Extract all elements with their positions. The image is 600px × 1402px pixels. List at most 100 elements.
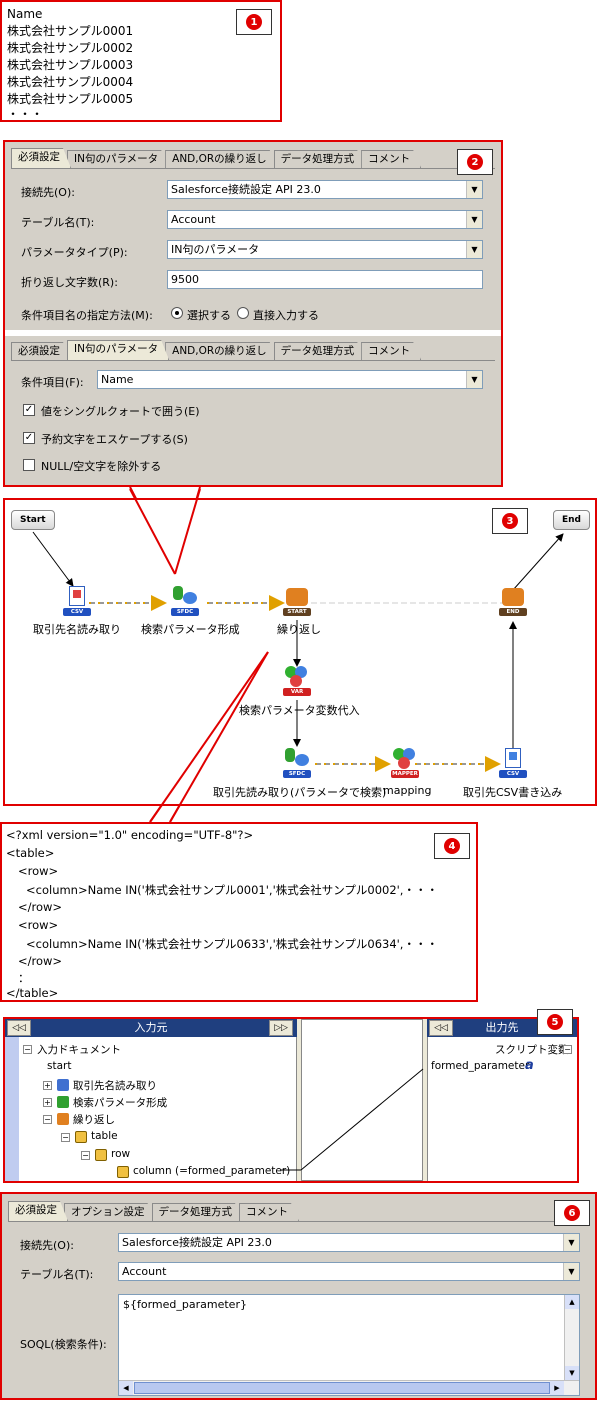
sfdc-transform-icon[interactable]: SFDC <box>171 586 199 616</box>
source-scrollbar[interactable] <box>5 1037 19 1181</box>
checkbox-single-quote[interactable]: ✓ <box>23 404 35 416</box>
xml-line: </row> <box>18 900 63 914</box>
csv-row: 株式会社サンプル0003 <box>7 58 134 72</box>
collapse-icon[interactable]: − <box>81 1151 90 1160</box>
connection-select[interactable]: Salesforce接続設定 API 23.0 ▼ <box>167 180 483 199</box>
expand-right-button[interactable]: ▷▷ <box>269 1020 293 1036</box>
csv-row: 株式会社サンプル0001 <box>7 24 134 38</box>
collapse-icon[interactable]: − <box>43 1115 52 1124</box>
xml-declaration: <?xml version="1.0" encoding="UTF-8"?> <box>6 828 254 842</box>
table-select[interactable]: Account ▼ <box>167 210 483 229</box>
checkbox-exclude-null[interactable] <box>23 459 35 471</box>
node-mapping: mapping <box>383 784 432 797</box>
tree-row: row <box>111 1148 131 1160</box>
variable-icon[interactable]: VAR <box>283 666 311 696</box>
radio-select-label: 選択する <box>187 309 231 322</box>
csv-header: Name <box>7 7 43 21</box>
loop-icon <box>57 1113 69 1125</box>
collapse-icon[interactable]: − <box>563 1045 572 1054</box>
end-button[interactable]: End <box>553 510 590 530</box>
cond-item-label: 条件項目(F): <box>21 376 84 389</box>
tab-in-params[interactable]: IN句のパラメータ <box>67 150 169 168</box>
chevron-down-icon[interactable]: ▼ <box>563 1263 579 1280</box>
expand-icon[interactable]: + <box>43 1098 52 1107</box>
xml-line: <column>Name IN('株式会社サンプル0001','株式会社サンプル… <box>26 883 438 897</box>
chevron-down-icon[interactable]: ▼ <box>466 241 482 258</box>
connection-select[interactable]: Salesforce接続設定 API 23.0 ▼ <box>118 1233 580 1252</box>
tab-options[interactable]: オプション設定 <box>64 1203 156 1221</box>
tab-required[interactable]: 必須設定 <box>11 342 71 360</box>
tab-in-params[interactable]: IN句のパラメータ <box>67 340 169 360</box>
tree-formed-parameter[interactable]: formed_parameter <box>431 1060 530 1072</box>
wrap-input[interactable]: 9500 <box>167 270 483 289</box>
soql-label: SOQL(検索条件): <box>20 1338 107 1351</box>
chevron-down-icon[interactable]: ▼ <box>466 371 482 388</box>
csv-read-icon[interactable]: CSV <box>63 586 91 616</box>
scroll-up-icon[interactable]: ▲ <box>565 1295 579 1309</box>
csv-write-icon[interactable]: CSV <box>499 748 527 778</box>
tab-data-processing[interactable]: データ処理方式 <box>152 1203 244 1221</box>
badge-5: 5 <box>537 1009 573 1035</box>
chevron-down-icon[interactable]: ▼ <box>466 211 482 228</box>
dialog-in-params: 必須設定 IN句のパラメータ AND,ORの繰り返し データ処理方式 コメント … <box>5 336 501 485</box>
scroll-thumb[interactable] <box>134 1382 550 1394</box>
sfdc-read-icon[interactable]: SFDC <box>283 748 311 778</box>
collapse-icon[interactable]: − <box>23 1045 32 1054</box>
tab-data-processing[interactable]: データ処理方式 <box>274 342 366 360</box>
chevron-down-icon[interactable]: ▼ <box>466 181 482 198</box>
horizontal-scrollbar[interactable]: ◀ ▶ <box>119 1380 579 1395</box>
soql-textarea[interactable]: ${formed_parameter} ▲ ▼ ◀ ▶ <box>118 1294 580 1396</box>
wrap-label: 折り返し文字数(R): <box>21 276 118 289</box>
xml-line: <column>Name IN('株式会社サンプル0633','株式会社サンプル… <box>26 937 438 951</box>
radio-direct[interactable] <box>237 307 249 319</box>
node-assign-var: 検索パラメータ変数代入 <box>239 704 360 717</box>
tab-and-or[interactable]: AND,ORの繰り返し <box>165 150 278 168</box>
tab-required[interactable]: 必須設定 <box>8 1201 68 1221</box>
mapping-canvas[interactable] <box>301 1019 423 1181</box>
param-type-select[interactable]: IN句のパラメータ ▼ <box>167 240 483 259</box>
chevron-down-icon[interactable]: ▼ <box>563 1234 579 1251</box>
csv-row: 株式会社サンプル0002 <box>7 41 134 55</box>
loop-end-icon[interactable]: END <box>499 586 527 616</box>
flow-connectors <box>32 531 564 772</box>
tree-root: 入力ドキュメント <box>37 1044 121 1056</box>
connection-label: 接続先(O): <box>20 1239 74 1252</box>
loop-start-icon[interactable]: START <box>283 586 311 616</box>
vertical-scrollbar[interactable]: ▲ ▼ <box>564 1295 579 1380</box>
panel-xml-output: 4 <?xml version="1.0" encoding="UTF-8"?>… <box>0 822 478 1002</box>
tab-required[interactable]: 必須設定 <box>11 148 71 168</box>
tab-comment[interactable]: コメント <box>239 1203 299 1221</box>
radio-direct-label: 直接入力する <box>253 309 319 322</box>
cond-item-select[interactable]: Name ▼ <box>97 370 483 389</box>
checkbox-single-quote-label: 値をシングルクォートで囲う(E) <box>41 405 200 418</box>
tab-and-or[interactable]: AND,ORの繰り返し <box>165 342 278 360</box>
scroll-left-icon[interactable]: ◀ <box>119 1381 133 1395</box>
tree-column[interactable]: column (=formed_parameter) <box>133 1165 291 1177</box>
table-select[interactable]: Account ▼ <box>118 1262 580 1281</box>
xml-line: ： <box>18 971 30 985</box>
collapse-left-button[interactable]: ◁◁ <box>429 1020 453 1036</box>
badge-2: 2 <box>457 149 493 175</box>
dialog-required-settings: 必須設定 IN句のパラメータ AND,ORの繰り返し データ処理方式 コメント … <box>5 142 501 330</box>
checkbox-escape-label: 予約文字をエスケープする(S) <box>41 433 188 446</box>
panel-flow: Start End 3 CSV 取引先名読み取り SFDC 検索パラメータ形成 <box>3 498 597 806</box>
node-build-param: 検索パラメータ形成 <box>141 623 240 636</box>
scroll-right-icon[interactable]: ▶ <box>550 1381 564 1395</box>
node-sfdc-read: 取引先読み取り(パラメータで検索) <box>213 786 387 799</box>
mapper-icon[interactable]: MAPPER <box>391 748 419 778</box>
expand-icon[interactable]: + <box>43 1081 52 1090</box>
scroll-down-icon[interactable]: ▼ <box>565 1366 579 1380</box>
soql-value: ${formed_parameter} <box>123 1298 247 1311</box>
radio-select[interactable] <box>171 307 183 319</box>
collapse-left-button[interactable]: ◁◁ <box>7 1020 31 1036</box>
checkbox-escape[interactable]: ✓ <box>23 432 35 444</box>
start-button[interactable]: Start <box>11 510 55 530</box>
mapping-line <box>281 1068 424 1171</box>
tree-build: 検索パラメータ形成 <box>73 1097 168 1109</box>
tab-comment[interactable]: コメント <box>361 342 421 360</box>
badge-1: 1 <box>236 9 272 35</box>
badge-6: 6 <box>554 1200 590 1226</box>
tree-loop: 繰り返し <box>73 1114 115 1126</box>
tab-comment[interactable]: コメント <box>361 150 421 168</box>
collapse-icon[interactable]: − <box>61 1133 70 1142</box>
